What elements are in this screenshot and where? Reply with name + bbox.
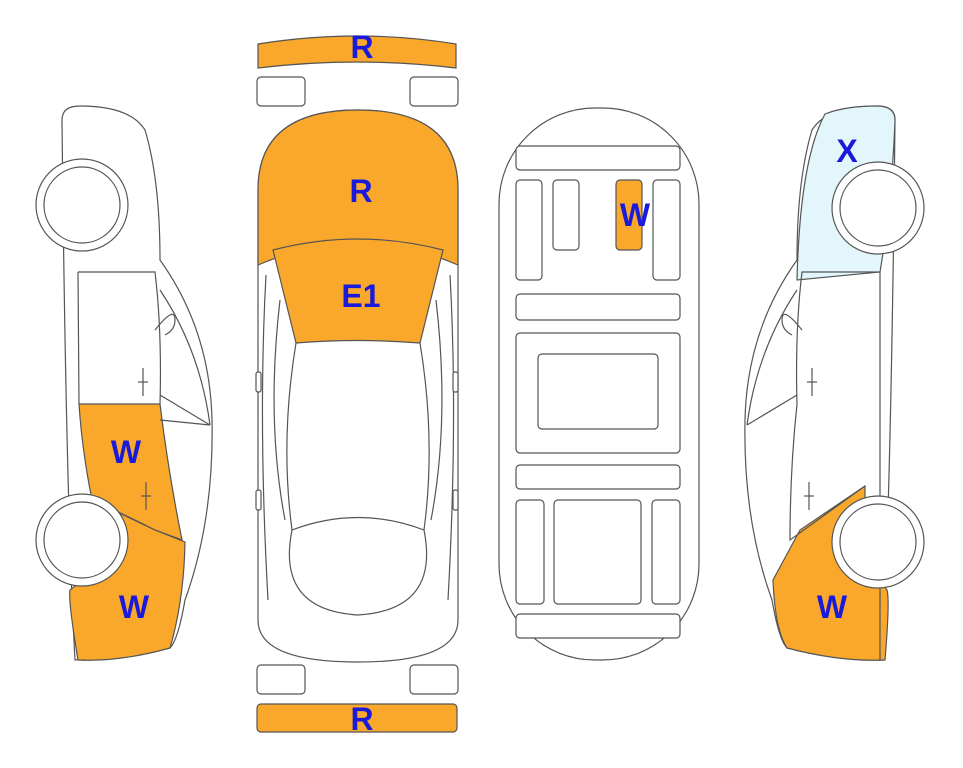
right-front-fender-label: X <box>836 133 858 169</box>
hood-label: R <box>349 173 372 209</box>
windshield-panel[interactable] <box>272 238 444 344</box>
left-rear-door-label: W <box>111 434 142 470</box>
front-bumper-panel[interactable] <box>257 35 457 69</box>
rear-bumper-label: R <box>350 701 373 737</box>
front-right-light <box>409 76 459 107</box>
top-view <box>255 35 459 733</box>
roof-panel[interactable] <box>615 179 643 251</box>
front-bumper-label: R <box>350 29 373 65</box>
damage-labels: R R E1 W W W X W R <box>111 29 858 737</box>
windshield-label: E1 <box>341 278 380 314</box>
left-rear-fender-label: W <box>119 589 150 625</box>
underside-view <box>498 107 700 661</box>
rear-bumper-panel[interactable] <box>256 703 458 733</box>
rear-right-light <box>409 664 459 695</box>
front-left-light <box>256 76 306 107</box>
right-rear-fender-label: W <box>817 589 848 625</box>
left-side-view <box>35 105 213 661</box>
roof-label: W <box>620 197 651 233</box>
right-side-view <box>744 105 925 661</box>
rear-left-light <box>256 664 306 695</box>
left-rear-door-panel[interactable] <box>78 403 183 541</box>
